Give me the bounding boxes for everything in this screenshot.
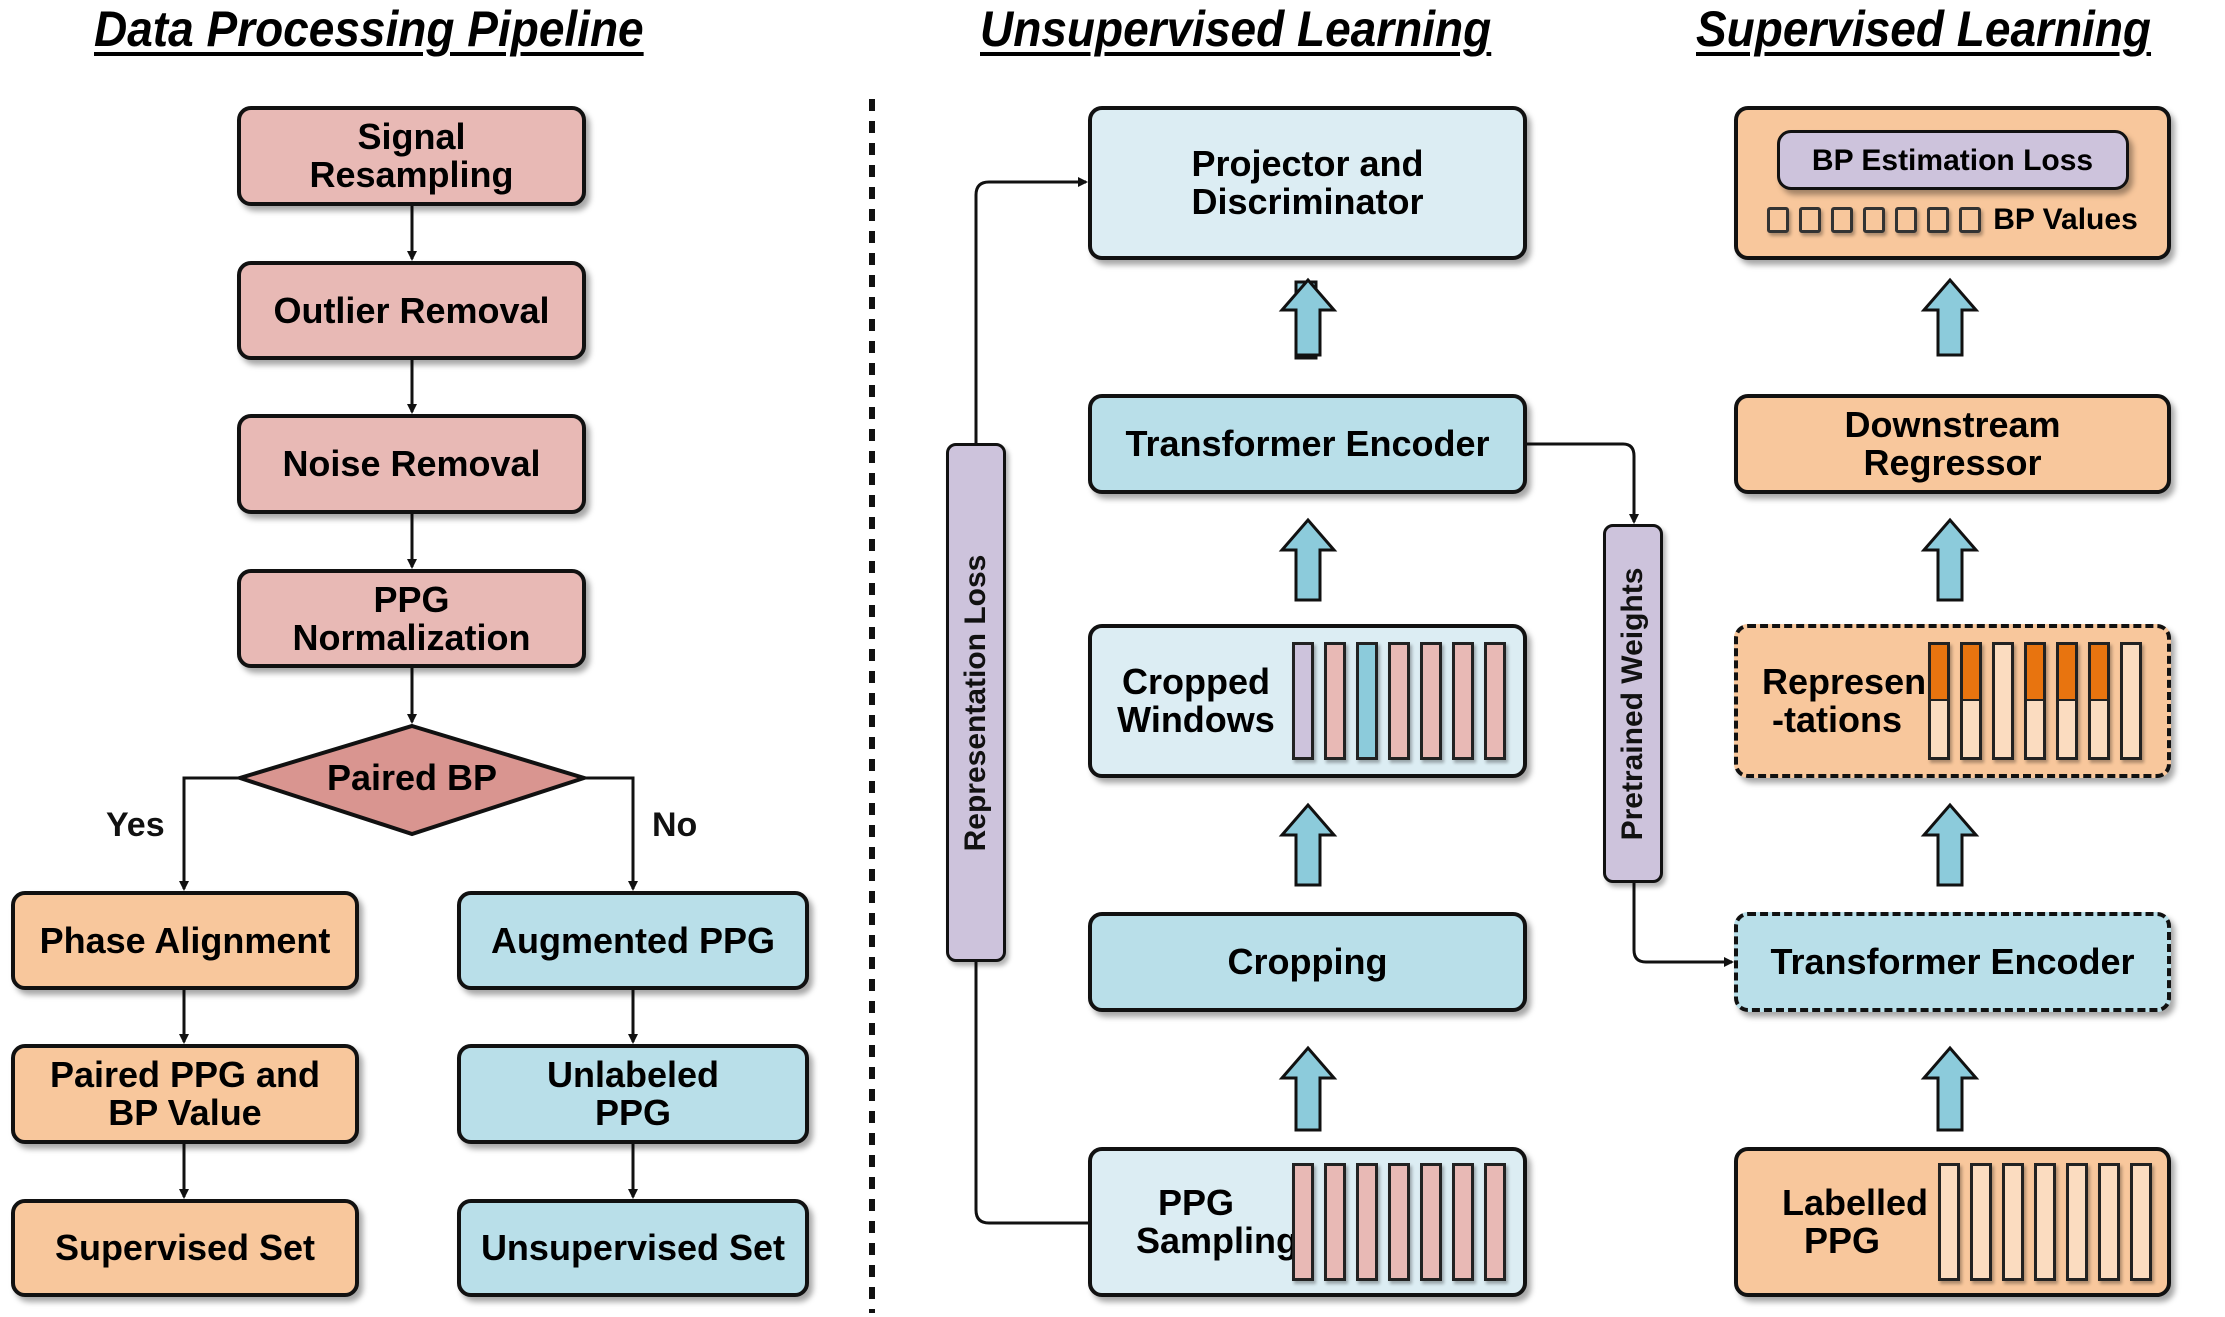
projector-discriminator: Projector and Discriminator xyxy=(1088,106,1527,260)
window-bar xyxy=(1292,642,1314,760)
window-bar xyxy=(1324,1163,1346,1281)
window-bar xyxy=(1960,642,1982,760)
window-bar xyxy=(1356,642,1378,760)
highlight-segment xyxy=(2059,645,2075,701)
step-noise-removal: Noise Removal xyxy=(237,414,586,514)
step-augmented-ppg: Augmented PPG xyxy=(457,891,809,990)
bp-value-square xyxy=(1863,207,1886,233)
window-bar xyxy=(1388,642,1410,760)
ppg-sampling-box: PPG Sampling xyxy=(1088,1147,1527,1297)
title-unsupervised-learning: Unsupervised Learning xyxy=(980,1,1492,57)
pretrained-weights-bar: Pretrained Weights xyxy=(1603,524,1663,883)
up-block-arrow xyxy=(1278,517,1338,602)
bp-value-square xyxy=(1831,207,1854,233)
labelled-ppg-bars xyxy=(1938,1163,2152,1281)
arrow-pretrained-encoder xyxy=(1632,883,1734,967)
representations-label: Represen -tations xyxy=(1762,661,1927,740)
cropped-windows-label: Cropped Windows xyxy=(1117,661,1275,740)
step-supervised-set: Supervised Set xyxy=(11,1199,359,1297)
arrow-repr-loss-sampling xyxy=(974,962,1147,1228)
bp-value-square xyxy=(1799,207,1822,233)
cropping-box: Cropping xyxy=(1088,912,1527,1012)
up-block-arrow xyxy=(1278,277,1338,357)
window-bar xyxy=(2066,1163,2088,1281)
unsup-transformer-encoder: Transformer Encoder xyxy=(1088,394,1527,494)
window-bar xyxy=(1420,1163,1442,1281)
representation-bars xyxy=(1928,642,2142,760)
window-bar xyxy=(1938,1163,1960,1281)
highlight-segment xyxy=(1931,645,1947,701)
bp-value-square xyxy=(1767,207,1790,233)
bp-estimation-loss: BP Estimation Loss xyxy=(1776,130,2129,191)
highlight-segment xyxy=(2091,645,2107,701)
window-bar xyxy=(1388,1163,1410,1281)
step-paired-ppg-bp: Paired PPG and BP Value xyxy=(11,1044,359,1144)
window-bar xyxy=(1992,642,2014,760)
arrow-encoder-pretrained xyxy=(1527,442,1639,524)
representations-box: Represen -tations xyxy=(1734,624,2171,778)
up-block-arrow xyxy=(1920,802,1980,887)
window-bar xyxy=(2088,642,2110,760)
window-bar xyxy=(2024,642,2046,760)
arrow-yes-branch xyxy=(179,776,240,891)
ppg-sampling-label: PPG Sampling xyxy=(1136,1182,1299,1261)
step-phase-alignment: Phase Alignment xyxy=(11,891,359,990)
window-bar xyxy=(1928,642,1950,760)
up-block-arrow xyxy=(1278,802,1338,887)
arrow-repr-loss-projector xyxy=(974,177,1088,443)
step-unsupervised-set: Unsupervised Set xyxy=(457,1199,809,1297)
decision-label-wrap: Paired BP xyxy=(300,755,524,801)
up-block-arrow xyxy=(1920,1045,1980,1132)
window-bar xyxy=(2120,642,2142,760)
window-bar xyxy=(1292,1163,1314,1281)
cropped-windows-box: Cropped Windows xyxy=(1088,624,1527,778)
step-ppg-normalization: PPG Normalization xyxy=(237,569,586,668)
window-bar xyxy=(2002,1163,2024,1281)
decision-label: Paired BP xyxy=(326,757,498,799)
highlight-segment xyxy=(1963,645,1979,701)
bp-values-label: BP Values xyxy=(1993,203,2138,237)
bp-value-square xyxy=(1927,207,1950,233)
bp-value-squares xyxy=(1767,207,1982,233)
window-bar xyxy=(1484,1163,1506,1281)
step-signal-resampling: Signal Resampling xyxy=(237,106,586,206)
title-data-processing: Data Processing Pipeline xyxy=(94,1,644,57)
arrow-no-branch xyxy=(584,776,638,891)
labelled-ppg-box: Labelled PPG xyxy=(1734,1147,2171,1297)
bp-value-square xyxy=(1959,207,1982,233)
representation-loss-bar: Representation Loss xyxy=(946,443,1006,962)
highlight-segment xyxy=(2027,645,2043,701)
bp-output-box: BP Estimation Loss BP Values xyxy=(1734,106,2171,260)
up-block-arrow xyxy=(1920,277,1980,357)
ppg-sampling-bars xyxy=(1292,1163,1506,1281)
window-bar xyxy=(2098,1163,2120,1281)
window-bar xyxy=(2056,642,2078,760)
window-bar xyxy=(2034,1163,2056,1281)
window-bar xyxy=(1452,642,1474,760)
decision-diamond xyxy=(233,723,591,837)
step-unlabeled-ppg: Unlabeled PPG xyxy=(457,1044,809,1144)
title-supervised-learning: Supervised Learning xyxy=(1696,1,2152,57)
bp-values-row: BP Values xyxy=(1767,204,2138,236)
cropped-window-bars xyxy=(1292,642,1506,760)
window-bar xyxy=(1484,642,1506,760)
sup-transformer-encoder: Transformer Encoder xyxy=(1734,912,2171,1012)
window-bar xyxy=(1356,1163,1378,1281)
window-bar xyxy=(1452,1163,1474,1281)
yes-label: Yes xyxy=(106,806,165,844)
window-bar xyxy=(1420,642,1442,760)
downstream-regressor: Downstream Regressor xyxy=(1734,394,2171,494)
labelled-ppg-label: Labelled PPG xyxy=(1782,1182,1929,1261)
window-bar xyxy=(1324,642,1346,760)
bp-value-square xyxy=(1895,207,1918,233)
up-block-arrow xyxy=(1920,517,1980,602)
no-label: No xyxy=(652,806,698,844)
window-bar xyxy=(2130,1163,2152,1281)
window-bar xyxy=(1970,1163,1992,1281)
step-outlier-removal: Outlier Removal xyxy=(237,261,586,360)
up-block-arrow xyxy=(1278,1045,1338,1132)
